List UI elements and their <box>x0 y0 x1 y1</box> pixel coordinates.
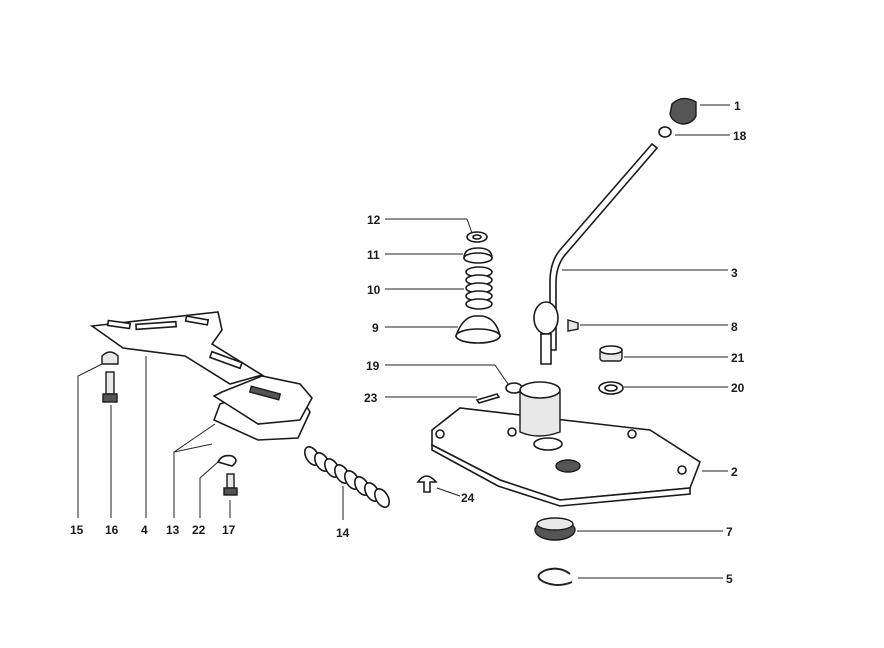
part-17-bolt <box>223 473 238 496</box>
label-3: 3 <box>731 266 738 280</box>
part-24-plug <box>416 475 438 493</box>
label-13: 13 <box>166 523 180 537</box>
part-16-bolt <box>102 371 118 403</box>
part-10-spring <box>465 266 493 310</box>
label-15: 15 <box>70 523 84 537</box>
label-18: 18 <box>733 129 747 143</box>
label-24: 24 <box>461 491 475 505</box>
part-21-plug <box>599 345 623 362</box>
part-9-boot <box>454 315 501 344</box>
label-4: 4 <box>141 523 148 537</box>
part-20-washer <box>598 381 624 395</box>
part-8-screw <box>567 319 579 332</box>
part-11-cup <box>463 247 493 264</box>
label-1: 1 <box>734 99 741 113</box>
part-15-nut <box>101 351 119 365</box>
label-12: 12 <box>367 213 381 227</box>
label-7: 7 <box>726 525 733 539</box>
part-13-plates <box>212 375 313 441</box>
part-18-nut <box>658 126 672 138</box>
label-17: 17 <box>222 523 236 537</box>
label-8: 8 <box>731 320 738 334</box>
label-10: 10 <box>367 283 381 297</box>
label-2: 2 <box>731 465 738 479</box>
part-23-pin <box>475 393 501 404</box>
label-20: 20 <box>731 381 745 395</box>
part-2-housing <box>431 381 701 507</box>
label-11: 11 <box>367 248 380 262</box>
part-1-knob <box>669 97 697 125</box>
leader-lines <box>77 104 730 579</box>
label-5: 5 <box>726 572 733 586</box>
part-4-plate <box>89 311 264 385</box>
part-7-seal <box>534 517 576 541</box>
part-5-circlip <box>537 567 573 586</box>
label-16: 16 <box>105 523 119 537</box>
label-22: 22 <box>192 523 206 537</box>
part-12-clip <box>466 231 488 243</box>
label-19: 19 <box>366 359 380 373</box>
label-21: 21 <box>731 351 745 365</box>
part-22-lug <box>216 454 237 467</box>
label-9: 9 <box>372 321 379 335</box>
part-3-lever <box>533 142 659 365</box>
part-14-spring <box>303 446 391 508</box>
part-labels: 1 18 3 8 21 20 2 7 5 12 11 10 9 19 23 24… <box>70 99 747 586</box>
label-14: 14 <box>336 526 350 540</box>
label-23: 23 <box>364 391 378 405</box>
